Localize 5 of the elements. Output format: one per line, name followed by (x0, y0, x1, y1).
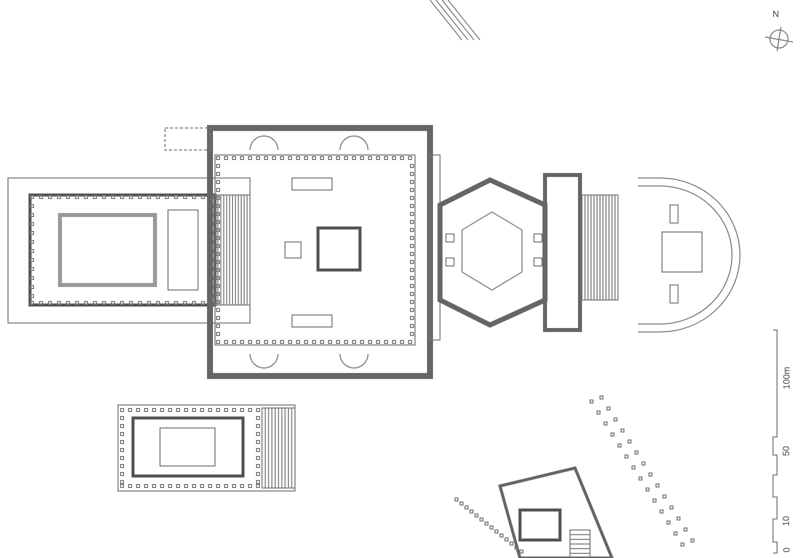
scale-label: 0 (781, 548, 791, 552)
scale-label: 50 (781, 446, 791, 456)
north-label: N (772, 9, 779, 19)
scale-label: 100m (780, 366, 791, 390)
scale-label: 10 (781, 516, 791, 526)
